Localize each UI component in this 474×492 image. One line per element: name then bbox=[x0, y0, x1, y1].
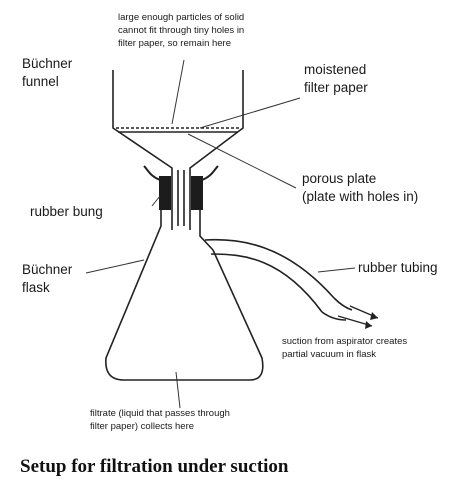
particles-label: large enough particles of solid cannot f… bbox=[118, 12, 247, 49]
rubber-bung bbox=[143, 165, 219, 210]
rubber-tubing-label: rubber tubing bbox=[358, 260, 438, 275]
porous-plate-label: porous plate (plate with holes in) bbox=[302, 171, 418, 204]
moistened-filter-paper-label: moistened filter paper bbox=[304, 62, 370, 95]
leader-lines bbox=[85, 59, 356, 409]
suction-label: suction from aspirator creates partial v… bbox=[282, 336, 410, 360]
buchner-flask bbox=[105, 210, 335, 381]
caption: Setup for filtration under suction bbox=[20, 456, 289, 477]
buchner-funnel-label: Büchner funnel bbox=[22, 56, 76, 89]
rubber-tubing bbox=[321, 297, 353, 321]
rubber-bung-label: rubber bung bbox=[30, 204, 103, 219]
buchner-flask-label: Büchner flask bbox=[22, 262, 76, 295]
suction-arrows bbox=[337, 305, 379, 329]
filtrate-label: filtrate (liquid that passes through fil… bbox=[90, 408, 233, 432]
